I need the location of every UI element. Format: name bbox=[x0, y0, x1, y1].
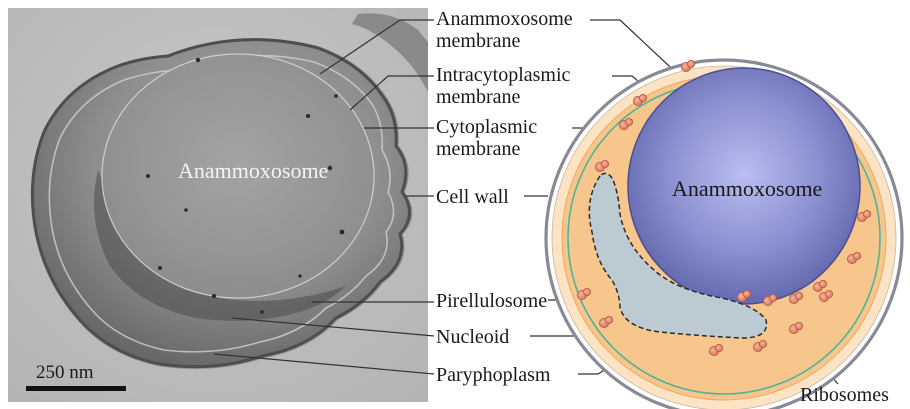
label-intracytoplasmic-membrane: Intracytoplasmic membrane bbox=[436, 64, 570, 108]
schematic-cell bbox=[546, 60, 902, 409]
label-cytoplasmic-membrane-line2: membrane bbox=[436, 138, 537, 160]
micrograph-anammoxosome-label: Anammoxosome bbox=[178, 158, 328, 184]
label-anammoxosome-membrane-line2: membrane bbox=[436, 30, 573, 52]
label-paryphoplasm: Paryphoplasm bbox=[436, 364, 550, 386]
label-ribosomes: Ribosomes bbox=[800, 384, 889, 406]
label-intracytoplasmic-membrane-line2: membrane bbox=[436, 86, 570, 108]
label-nucleoid: Nucleoid bbox=[436, 326, 509, 348]
label-intracytoplasmic-membrane-line1: Intracytoplasmic bbox=[436, 64, 570, 86]
label-pirellulosome: Pirellulosome bbox=[436, 290, 547, 312]
scale-bar-label: 250 nm bbox=[36, 362, 94, 384]
label-anammoxosome-membrane-line1: Anammoxosome bbox=[436, 8, 573, 30]
label-cytoplasmic-membrane: Cytoplasmic membrane bbox=[436, 116, 537, 160]
micrograph-panel bbox=[8, 8, 428, 402]
label-cell-wall: Cell wall bbox=[436, 186, 509, 208]
schematic-anammoxosome-label: Anammoxosome bbox=[672, 176, 822, 202]
scale-bar bbox=[26, 386, 126, 391]
label-anammoxosome-membrane: Anammoxosome membrane bbox=[436, 8, 573, 52]
label-cytoplasmic-membrane-line1: Cytoplasmic bbox=[436, 116, 537, 138]
